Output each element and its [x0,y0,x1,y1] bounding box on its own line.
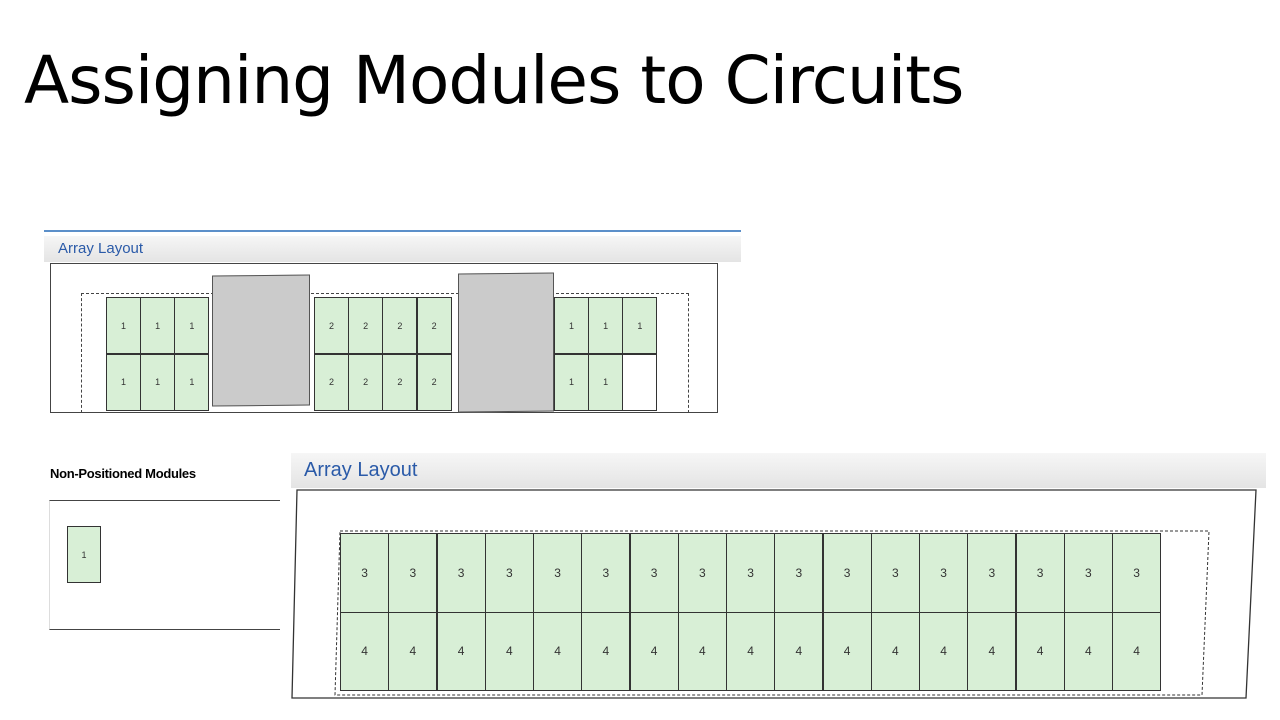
module-tile[interactable]: 4 [822,611,872,691]
panel-header: Array Layout [44,236,741,262]
module-tile[interactable]: 2 [416,353,452,411]
module-tile[interactable]: 3 [677,533,727,613]
non-positioned-label: Non-Positioned Modules [50,466,196,481]
module-tile[interactable]: 1 [622,297,658,354]
module-tile[interactable]: 2 [314,353,349,411]
module-tile[interactable]: 4 [919,611,969,691]
module-tile[interactable]: 1 [174,297,210,354]
module-tile[interactable]: 3 [822,533,872,613]
module-tile[interactable]: 4 [1015,611,1065,691]
empty-module-slot[interactable] [622,353,658,411]
module-tile[interactable]: 3 [340,533,390,613]
module-tile[interactable]: 3 [870,533,920,613]
module-tile[interactable]: 3 [1112,533,1162,613]
module-tile[interactable]: 4 [677,611,727,691]
panel-top-border [44,230,741,232]
module-tile[interactable]: 4 [388,611,438,691]
module-tile[interactable]: 3 [774,533,824,613]
module-tile[interactable]: 4 [484,611,534,691]
non-positioned-box [49,500,280,630]
module-tile[interactable]: 1 [140,353,176,411]
module-tile[interactable]: 4 [581,611,631,691]
module-tile[interactable]: 4 [1112,611,1162,691]
module-tile[interactable]: 3 [581,533,631,613]
module-tile[interactable]: 1 [174,353,210,411]
roof-polygon [291,489,1257,699]
module-tile[interactable]: 4 [967,611,1017,691]
panel-header: Array Layout [291,453,1266,488]
roof-setback-outline [81,293,689,413]
module-tile[interactable]: 3 [1015,533,1065,613]
module-tile[interactable]: 4 [870,611,920,691]
module-tile[interactable]: 4 [629,611,679,691]
module-tile[interactable]: 3 [1063,533,1113,613]
module-tile[interactable]: 2 [382,297,418,354]
module-tile[interactable]: 2 [416,297,452,354]
module-tile[interactable]: 4 [1063,611,1113,691]
module-tile[interactable]: 3 [436,533,486,613]
module-tile[interactable]: 1 [106,297,141,354]
module-tile[interactable]: 4 [533,611,583,691]
module-tile[interactable]: 3 [726,533,776,613]
module-tile[interactable]: 4 [726,611,776,691]
module-tile[interactable]: 4 [436,611,486,691]
module-tile[interactable]: 4 [774,611,824,691]
module-tile[interactable]: 3 [967,533,1017,613]
module-tile[interactable]: 1 [106,353,141,411]
module-tile[interactable]: 3 [629,533,679,613]
slide-title: Assigning Modules to Circuits [24,42,964,119]
module-tile[interactable]: 1 [554,297,589,354]
module-tile[interactable]: 3 [533,533,583,613]
module-tile[interactable]: 3 [484,533,534,613]
module-tile[interactable]: 4 [340,611,390,691]
module-tile[interactable]: 3 [919,533,969,613]
module-tile[interactable]: 1 [67,526,101,583]
module-tile[interactable]: 3 [388,533,438,613]
